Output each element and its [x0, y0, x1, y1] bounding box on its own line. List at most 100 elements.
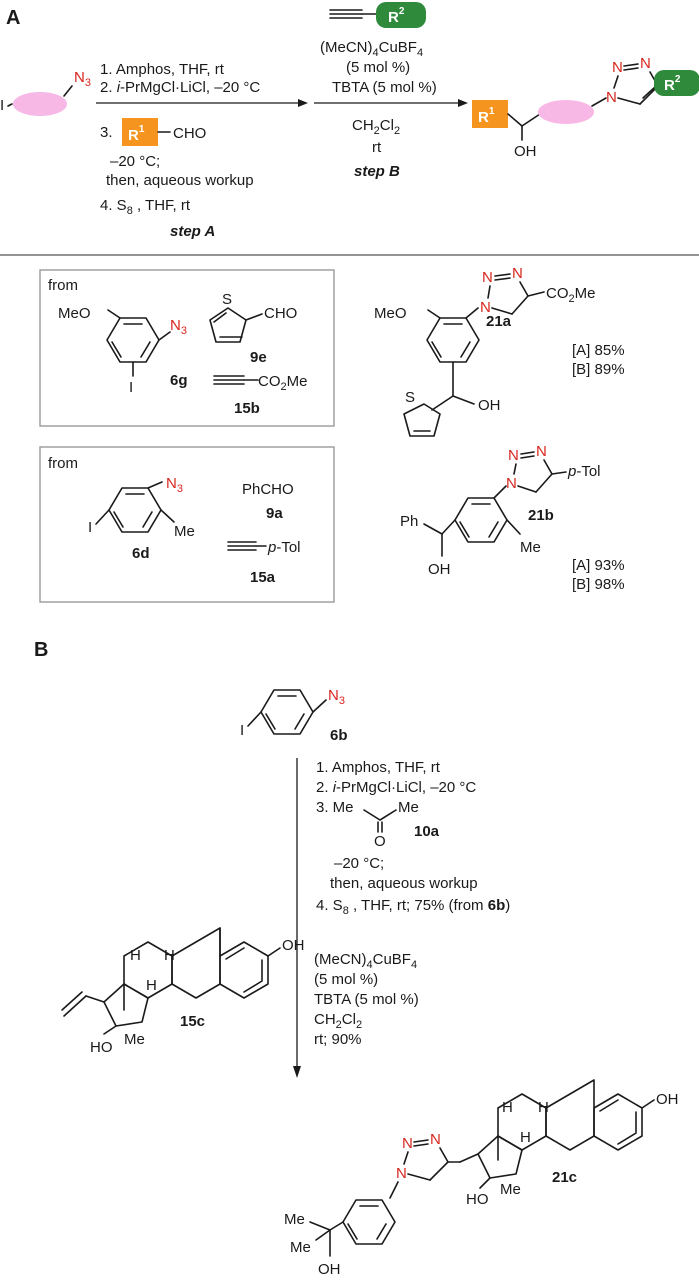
product-21b: N N N p-Tol Me Ph OH 21b [A] 93% [B] 98% [400, 443, 625, 593]
cho-label: CHO [173, 125, 206, 142]
step-a-line3-num: 3. [100, 124, 113, 141]
panel-a-product: R1 OH N N N R2 [472, 55, 699, 160]
svg-text:N: N [536, 443, 547, 460]
svg-text:OH: OH [656, 1091, 679, 1108]
svg-text:1. Amphos, THF, rt: 1. Amphos, THF, rt [316, 759, 441, 776]
svg-text:N: N [480, 299, 491, 316]
azide-6b: N3 I 6b [240, 687, 348, 744]
svg-text:rt; 90%: rt; 90% [314, 1031, 362, 1048]
example-1-box [39, 269, 335, 427]
svg-text:OH: OH [428, 561, 451, 578]
svg-text:N: N [482, 269, 493, 286]
svg-text:H: H [146, 977, 157, 994]
svg-text:3. Me: 3. Me [316, 799, 354, 816]
label-15a: 15a [250, 569, 276, 586]
svg-text:R2: R2 [664, 74, 681, 94]
iodo-label: I [0, 97, 4, 114]
label-21c: 21c [552, 1169, 577, 1186]
svg-text:N: N [508, 447, 519, 464]
svg-text:HO: HO [90, 1039, 113, 1056]
svg-text:CO2Me: CO2Me [258, 373, 307, 393]
azide-6g: MeO N3 I 6g [58, 305, 188, 396]
svg-text:N: N [402, 1135, 413, 1152]
alkyne-15b: CO2Me 15b [213, 373, 307, 417]
product-oh: OH [514, 143, 537, 160]
svg-text:N: N [640, 55, 651, 72]
svg-text:p-Tol: p-Tol [567, 463, 601, 480]
steroid-15c: OH HO Me H H H 15c [61, 927, 305, 1056]
svg-text:(MeCN)4CuBF4: (MeCN)4CuBF4 [314, 951, 417, 971]
panel-b-conditions-2: (MeCN)4CuBF4 (5 mol %) TBTA (5 mol %) CH… [314, 951, 419, 1048]
r2-badge-text: R2 [388, 6, 405, 26]
panel-a-starting-material: I N3 [0, 69, 91, 116]
panel-a-label: A [6, 7, 20, 29]
svg-text:H: H [520, 1129, 531, 1146]
svg-text:Ph: Ph [400, 513, 418, 530]
label-9a: 9a [266, 505, 283, 522]
svg-text:I: I [240, 722, 244, 739]
label-15b: 15b [234, 400, 260, 417]
step-b-catalyst: (MeCN)4CuBF4 [320, 39, 423, 59]
svg-text:Me: Me [290, 1239, 311, 1256]
svg-text:CHO: CHO [264, 305, 297, 322]
svg-text:S: S [222, 291, 232, 308]
svg-text:MeO: MeO [374, 305, 407, 322]
label-21a: 21a [486, 313, 512, 330]
svg-text:Me: Me [124, 1031, 145, 1048]
yield-21a-a: [A] 85% [572, 342, 625, 359]
svg-text:TBTA (5 mol %): TBTA (5 mol %) [314, 991, 419, 1008]
step-b-solvent: CH2Cl2 [352, 117, 400, 137]
svg-text:N3: N3 [170, 317, 187, 337]
step-a-line3b: –20 °C; [110, 153, 160, 170]
svg-text:p-Tol: p-Tol [267, 539, 301, 556]
svg-text:N: N [396, 1165, 407, 1182]
svg-text:R1: R1 [478, 106, 495, 126]
product-21a: MeO N N N CO2Me OH S 21a [A] 85% [B] 89% [374, 265, 625, 437]
step-a-line1: 1. Amphos, THF, rt [100, 61, 225, 78]
svg-text:N3: N3 [328, 687, 345, 707]
svg-text:I: I [129, 379, 133, 396]
linker-ellipse [13, 92, 67, 116]
svg-text:OH: OH [478, 397, 501, 414]
r2-badge [376, 2, 426, 28]
azide-6d: N3 I Me 6d [88, 475, 195, 562]
step-a-line4: 4. S8 , THF, rt [100, 197, 191, 217]
r1-badge [122, 118, 158, 146]
azide-n: N [74, 69, 85, 86]
yield-21b-a: [A] 93% [572, 557, 625, 574]
label-9e: 9e [250, 349, 267, 366]
svg-text:N3: N3 [74, 69, 91, 89]
step-a-line2: 2. i-PrMgCl·LiCl, –20 °C [100, 79, 260, 96]
yield-21a-b: [B] 89% [572, 361, 625, 378]
step-a-name: step A [170, 223, 215, 240]
example-2-from: from [48, 455, 78, 472]
r1-badge-text: R1 [128, 124, 145, 144]
label-15c: 15c [180, 1013, 205, 1030]
svg-text:I: I [88, 519, 92, 536]
svg-text:N: N [512, 265, 523, 282]
label-10a: 10a [414, 823, 440, 840]
svg-text:Me: Me [500, 1181, 521, 1198]
svg-text:H: H [502, 1099, 513, 1116]
phcho: PhCHO [242, 481, 294, 498]
label-21b: 21b [528, 507, 554, 524]
example-1-from: from [48, 277, 78, 294]
aldehyde-9e: S CHO 9e [209, 291, 297, 366]
svg-text:4. S8 , THF, rt; 75% (from 6b): 4. S8 , THF, rt; 75% (from 6b) [316, 897, 510, 917]
svg-text:then, aqueous workup: then, aqueous workup [330, 875, 478, 892]
step-b-conditions: R2 (MeCN)4CuBF4 (5 mol %) TBTA (5 mol %)… [320, 2, 437, 180]
label-6d: 6d [132, 545, 150, 562]
panel-b-conditions-1: 1. Amphos, THF, rt 2. i-PrMgCl·LiCl, –20… [316, 759, 510, 917]
panel-b-label: B [34, 639, 48, 661]
svg-text:Me: Me [520, 539, 541, 556]
svg-text:O: O [374, 833, 386, 850]
svg-text:CH2Cl2: CH2Cl2 [314, 1011, 362, 1031]
svg-text:OH: OH [318, 1261, 341, 1278]
svg-text:N: N [430, 1131, 441, 1148]
svg-text:H: H [164, 947, 175, 964]
svg-text:2. i-PrMgCl·LiCl, –20 °C: 2. i-PrMgCl·LiCl, –20 °C [316, 779, 476, 796]
svg-text:MeO: MeO [58, 305, 91, 322]
svg-text:–20 °C;: –20 °C; [334, 855, 384, 872]
svg-text:N: N [612, 59, 623, 76]
